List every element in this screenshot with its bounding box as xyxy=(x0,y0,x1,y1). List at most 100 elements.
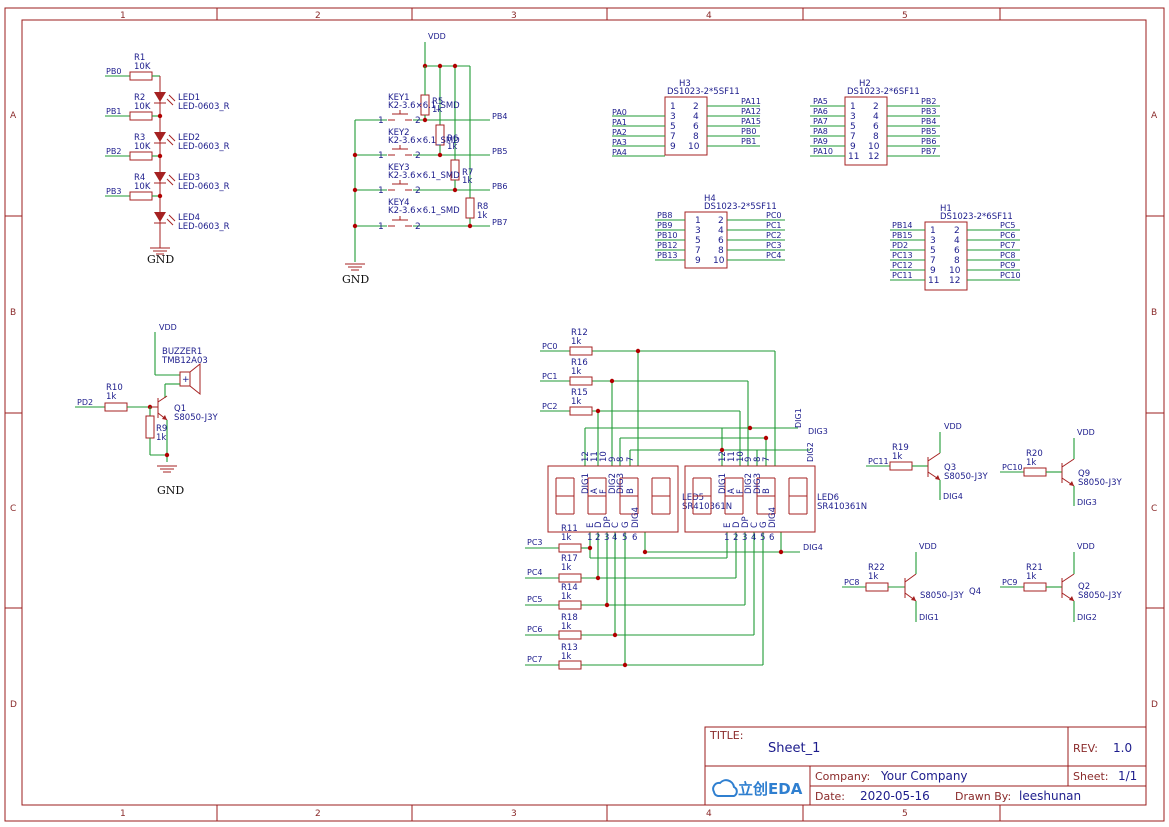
h4-net-pc3: PC3 xyxy=(766,241,782,250)
h1-net-pc6: PC6 xyxy=(1000,231,1016,240)
frame-row-d-right: D xyxy=(1151,700,1158,710)
frame-col-4-bottom: 4 xyxy=(706,809,712,819)
h4-pin-3: 3 xyxy=(695,226,701,236)
vdd-label-keys: VDD xyxy=(428,32,446,41)
key4-pin1: 1 xyxy=(378,222,384,232)
net-dig2-top: DIG2 xyxy=(806,442,815,462)
display5-top-pin-name: DIG1 xyxy=(581,473,591,494)
net-pb5: PB5 xyxy=(492,147,507,156)
frame-col-2-bottom: 2 xyxy=(315,809,321,819)
header-h2: H2 DS1023-2*6SF11 PA5 PA6 PA7 PA8 PA9 PA… xyxy=(810,79,940,166)
h4-pin-6: 6 xyxy=(718,236,724,246)
header-h1: H1 DS1023-2*6SF11 PB14 PB15 PD2 PC13 PC1… xyxy=(890,204,1021,291)
ref-h1: H1 xyxy=(940,204,952,214)
val-r9: 1k xyxy=(156,433,166,443)
h3-pin-5: 5 xyxy=(670,122,676,132)
display5-top-pin-num: 12 xyxy=(581,451,591,462)
resistor-r8 xyxy=(465,197,475,219)
display5-bottom-pin-num: 4 xyxy=(612,533,617,543)
key3-pin1: 1 xyxy=(378,186,384,196)
h4-pin-9: 9 xyxy=(695,256,701,266)
ref-r3: R3 xyxy=(134,133,145,143)
h1-pin-2: 2 xyxy=(954,226,960,236)
sheet-title: Sheet_1 xyxy=(768,741,820,756)
frame-col-4-top: 4 xyxy=(706,11,712,21)
frame-row-b-left: B xyxy=(10,308,16,318)
net-pd2: PD2 xyxy=(77,398,93,407)
display6-top-pin-num: 9 xyxy=(744,457,754,462)
val-r20: 1k xyxy=(1026,458,1036,468)
h2-pin-5: 5 xyxy=(850,122,856,132)
display5-top-pin-name: A xyxy=(590,488,600,494)
display6-top-pin-num: 10 xyxy=(736,451,746,462)
h4-net-pc2: PC2 xyxy=(766,231,782,240)
h1-net-pc10: PC10 xyxy=(1000,271,1021,280)
val-r21: 1k xyxy=(1026,572,1036,582)
resistor-r15 xyxy=(569,406,593,416)
display6-bottom-pin-num: 1 xyxy=(724,533,729,543)
net-dig3-top: DIG3 xyxy=(808,427,828,436)
display-led6-body xyxy=(684,465,816,533)
h3-net-pa4: PA4 xyxy=(612,148,627,157)
company-label: Company: xyxy=(815,770,870,783)
part-q9: S8050-J3Y xyxy=(1078,478,1122,488)
date-label: Date: xyxy=(815,790,845,803)
h1-pin-8: 8 xyxy=(954,256,960,266)
val-r22: 1k xyxy=(868,572,878,582)
display-block: R12 1k R16 1k R15 1k R11 1k R17 1k R14 1… xyxy=(525,328,867,670)
h1-net-pc11: PC11 xyxy=(892,271,913,280)
h1-net-pb14: PB14 xyxy=(892,221,913,230)
h4-net-pb12: PB12 xyxy=(657,241,678,250)
resistor-r3 xyxy=(129,151,153,161)
net-pc7: PC7 xyxy=(527,655,543,664)
display-led5-body xyxy=(547,465,679,533)
val-r19: 1k xyxy=(892,452,902,462)
key4-pin2: 2 xyxy=(415,222,421,232)
h3-pin-6: 6 xyxy=(693,122,699,132)
display6-bottom-pin-name: D xyxy=(732,521,742,528)
part-led1: LED-0603_R xyxy=(178,102,230,112)
display5-bottom-pin-num: 5 xyxy=(622,533,627,543)
display5-top-pin-name: F xyxy=(599,489,609,494)
h2-pin-8: 8 xyxy=(873,132,879,142)
display5-bottom-pin-num: 2 xyxy=(595,533,600,543)
display6-bottom-pin-num: 5 xyxy=(760,533,765,543)
val-r15: 1k xyxy=(571,397,581,407)
ref-r13: R13 xyxy=(561,643,578,653)
frame-row-d-left: D xyxy=(10,700,17,710)
display5-top-pin-num: 7 xyxy=(626,457,636,462)
resistor-r19 xyxy=(889,461,913,471)
h4-net-pc4: PC4 xyxy=(766,251,782,260)
display5-bottom-pin-name: G xyxy=(621,521,631,528)
display5-top-pin-name: DIG3 xyxy=(616,473,626,494)
val-r13: 1k xyxy=(561,652,571,662)
frame-row-c-right: C xyxy=(1151,504,1157,514)
display6-top-pin-name: B xyxy=(762,488,772,494)
ref-r19: R19 xyxy=(892,443,909,453)
ref-r4: R4 xyxy=(134,173,145,183)
frame-row-b-right: B xyxy=(1151,308,1157,318)
val-r2: 10K xyxy=(134,102,151,112)
resistor-r10 xyxy=(104,402,128,412)
resistor-r4 xyxy=(129,191,153,201)
h4-net-pb8: PB8 xyxy=(657,211,672,220)
key3-pin2: 2 xyxy=(415,186,421,196)
resistor-r17 xyxy=(558,573,582,583)
ref-r2: R2 xyxy=(134,93,145,103)
resistor-r11 xyxy=(558,543,582,553)
h2-net-pa10: PA10 xyxy=(813,147,833,156)
display5-bottom-pin-num: 6 xyxy=(632,533,637,543)
h2-pin-12: 12 xyxy=(868,152,879,162)
net-pc3: PC3 xyxy=(527,538,543,547)
frame-row-a-right: A xyxy=(1151,111,1158,121)
drawn-by-label: Drawn By: xyxy=(955,790,1011,803)
h1-pin-6: 6 xyxy=(954,246,960,256)
h4-pin-5: 5 xyxy=(695,236,701,246)
h4-pin-2: 2 xyxy=(718,216,724,226)
resistor-r2 xyxy=(129,111,153,121)
h2-net-pb5: PB5 xyxy=(921,127,936,136)
part-key4: K2-3.6×6.1_SMD xyxy=(388,206,460,216)
ref-q2: Q2 xyxy=(1078,582,1090,592)
h3-net-pa1: PA1 xyxy=(612,118,627,127)
display5-top-pin-name: B xyxy=(626,488,636,494)
